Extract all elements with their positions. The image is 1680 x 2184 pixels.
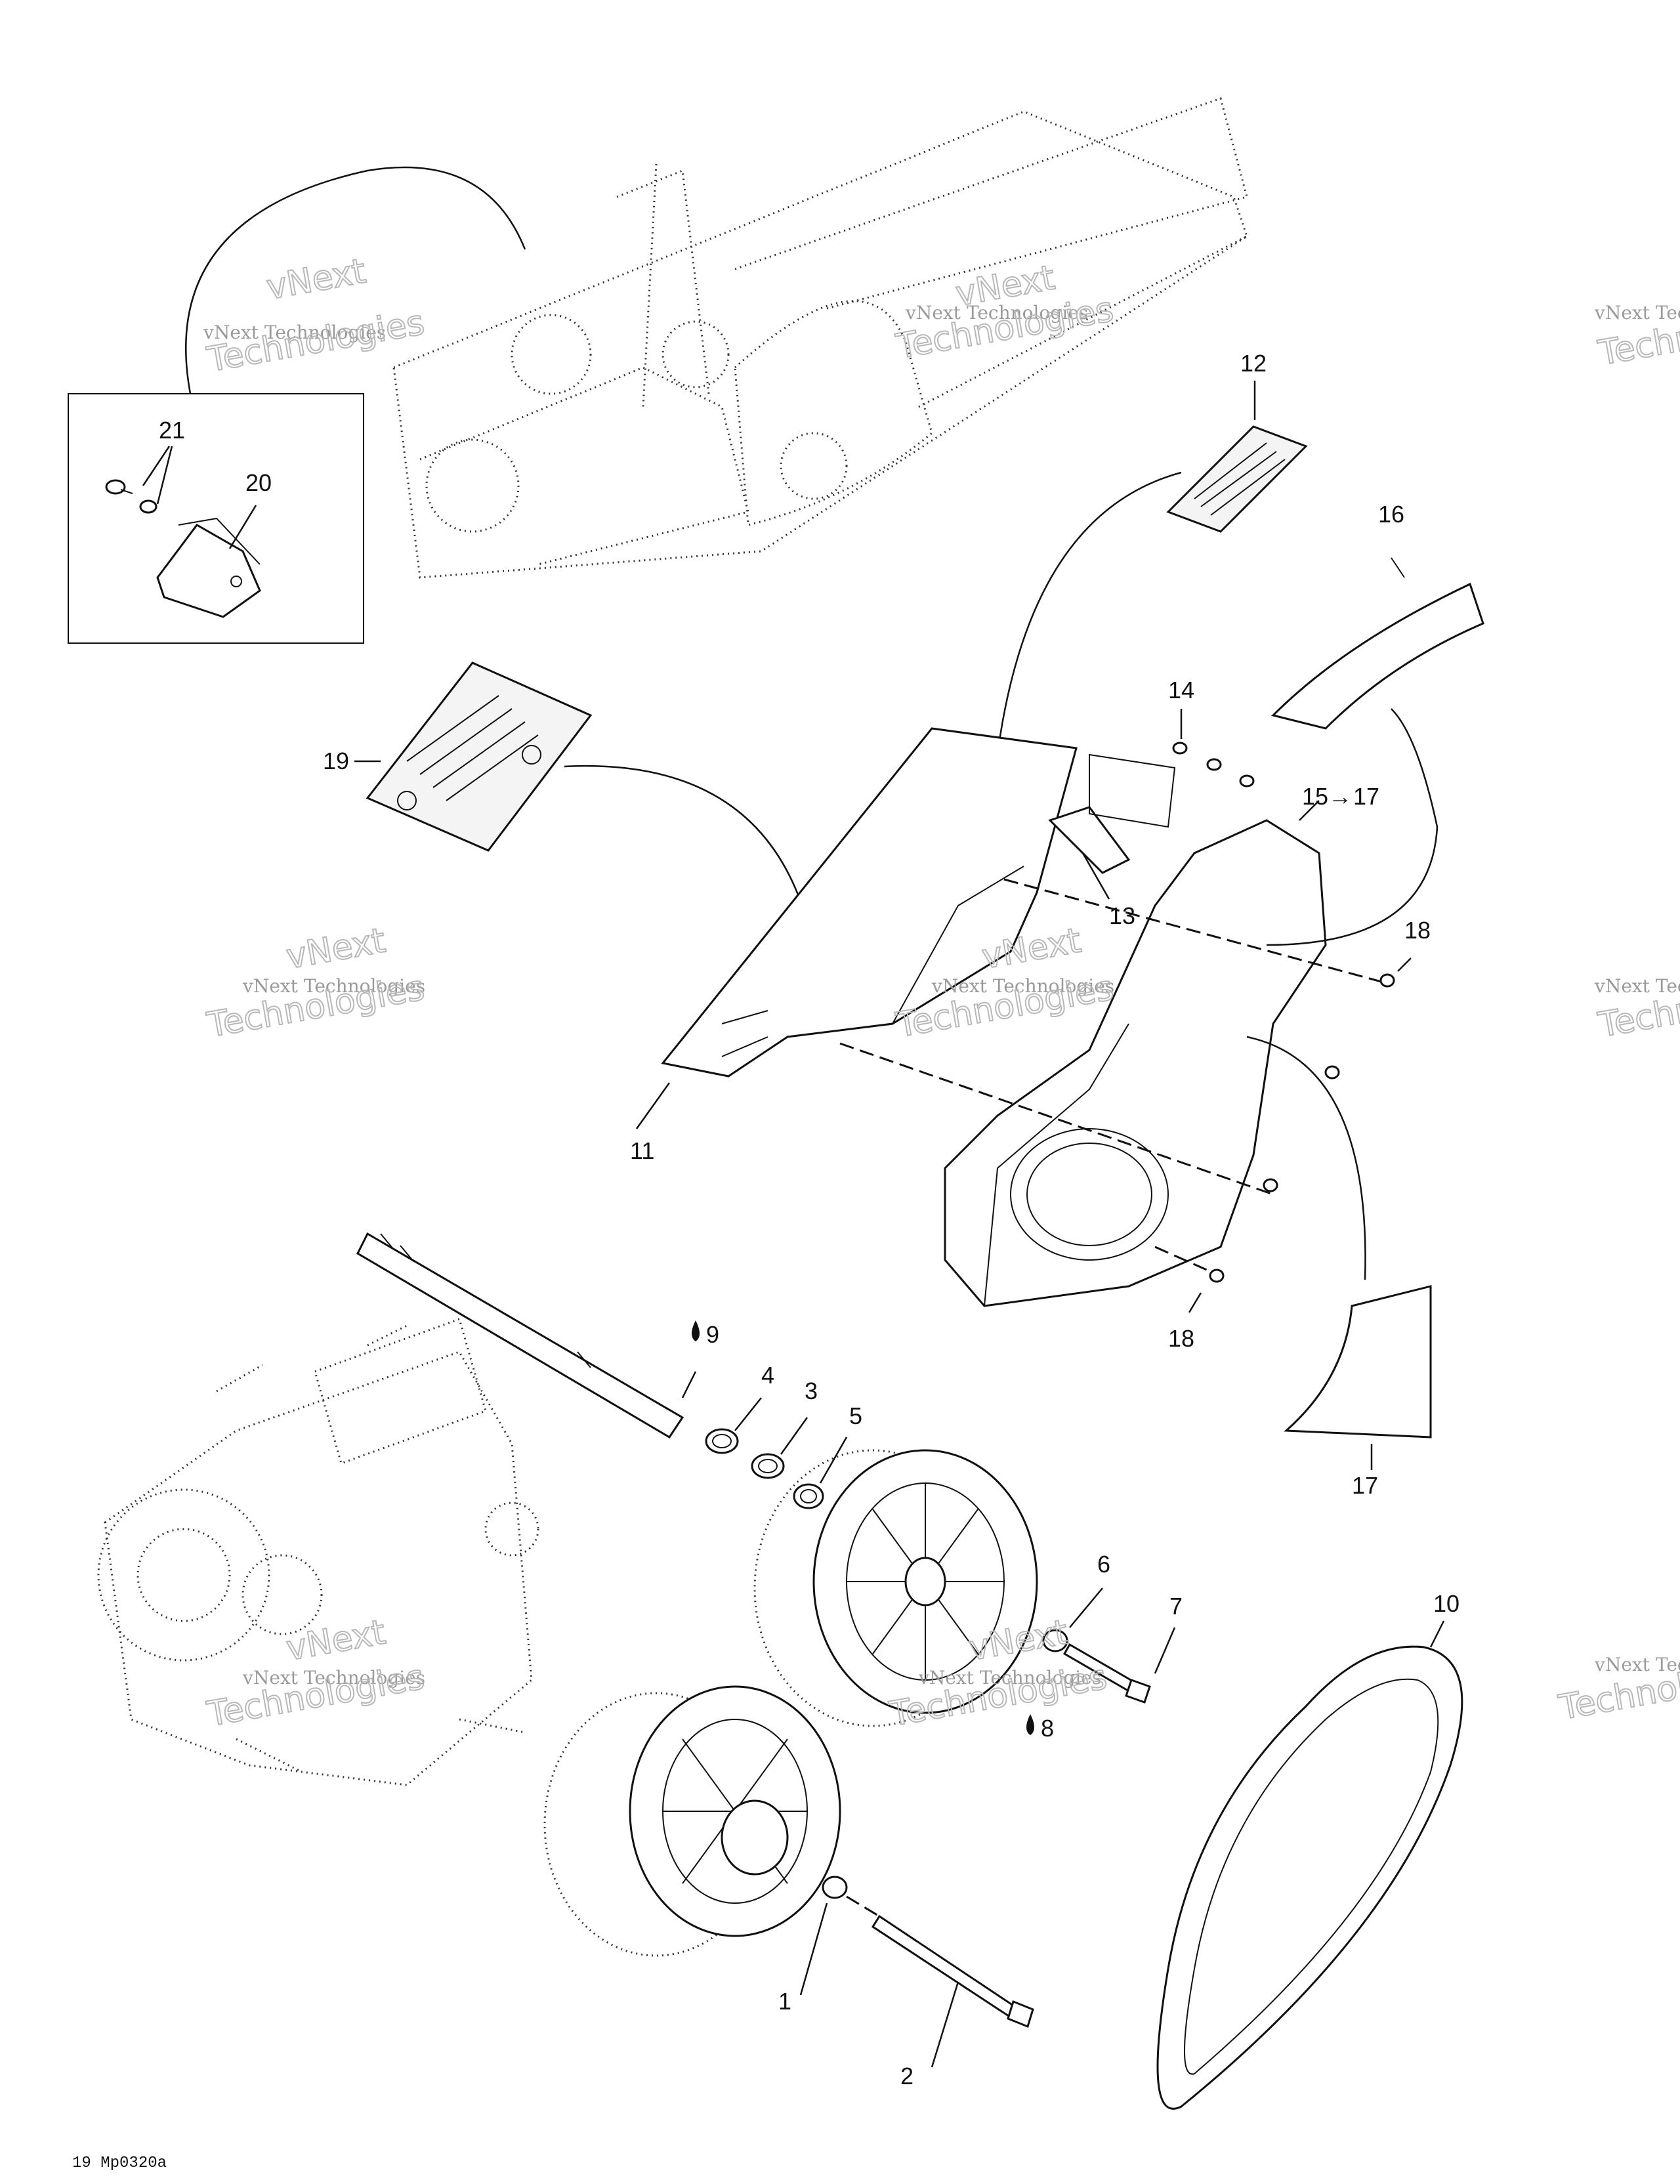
callout-17-top: 17 [1352,1472,1378,1499]
washers-18 [1188,957,1412,1313]
callout-6: 6 [1097,1551,1110,1578]
svg-text:vNext Technologies: vNext Technologies [931,975,1114,997]
oil-drop-icon [1026,1714,1034,1735]
bolt-7 [1062,1627,1176,1704]
bolt-2 [846,1895,1034,2068]
panel-16 [1271,557,1484,730]
callout-15-to-17: 15 → 17 [1302,783,1379,810]
callout-16: 16 [1378,501,1404,528]
callout-10: 10 [1433,1590,1460,1617]
bracket-13 [1048,753,1176,900]
screw-21-b [139,499,158,514]
washer-3 [751,1417,808,1479]
drive-pulley [753,1449,1038,1727]
watermark-left-top: vNext Technologies vNext Technologies [203,251,428,381]
drive-shaft [356,1232,697,1439]
washer-4 [705,1397,762,1454]
svg-text:vNext Technologies: vNext Technologies [203,322,386,343]
svg-text:vNext Technologies: vNext Technologies [1594,302,1680,324]
screw-21-a [105,479,133,495]
callout-12: 12 [1240,350,1267,377]
svg-text:vNext Technologies: vNext Technologies [1594,1654,1680,1675]
assembly-lines [839,878,1392,1274]
svg-text:→: → [1328,783,1352,810]
oil-drop-icon [692,1320,700,1341]
watermark-left-mid: vNext Technologies vNext Technologies [203,920,428,1046]
decal-19 [354,662,822,998]
engine-illustration [97,1318,539,1786]
callout-3: 3 [805,1377,818,1404]
svg-text:15: 15 [1302,783,1328,810]
inner-belt-guard-11 [635,727,1078,1129]
svg-text:vNext Technologies: vNext Technologies [1594,975,1680,997]
svg-text:17: 17 [1353,783,1379,810]
panel-17 [1284,1285,1432,1470]
callout-14: 14 [1168,677,1194,704]
chassis-illustration [185,97,1248,579]
watermark-center-top: vNext Technologies vNext Technologies [892,257,1117,368]
svg-text:vNext Technologies: vNext Technologies [918,1667,1101,1689]
washer-1 [799,1876,848,1996]
callout-7: 7 [1169,1593,1183,1620]
callout-5: 5 [849,1402,862,1429]
svg-text:vNext: vNext [284,921,388,976]
nuts-14 [1172,709,1255,788]
svg-text:vNext: vNext [264,251,369,307]
callout-18-top: 18 [1404,917,1431,944]
svg-text:vNext Technologies: vNext Technologies [242,975,425,997]
watermark-right-top: vNext Technologies Technologies [1594,296,1680,374]
inset-box-parts-20-21 [68,393,364,644]
callout-21: 21 [159,417,185,444]
callout-4: 4 [761,1362,774,1389]
watermark-left-bottom: vNext Technologies vNext Technologies [203,1612,428,1735]
watermark-right-bottom: vNext Technologies Technologies [1555,1650,1680,1729]
callout-13: 13 [1109,902,1135,929]
washer-6 [1042,1587,1103,1652]
callout-20: 20 [245,469,272,496]
callout-19: 19 [323,747,349,774]
callout-2: 2 [900,2063,914,2090]
watermark-right-mid: vNext Technologies Technologies [1594,968,1680,1046]
driven-pulley [543,1685,841,1957]
svg-text:vNext Technologies: vNext Technologies [905,302,1088,324]
reference-code: 19 Mp0320a [72,2154,167,2172]
callout-1: 1 [778,1988,791,2015]
drive-belt-10 [1156,1620,1463,2110]
callout-labels: 1 2 3 4 5 6 7 8 9 10 11 12 13 14 15 → 17… [159,350,1460,2090]
callout-8: 8 [1041,1715,1054,1742]
svg-text:vNext Technologies: vNext Technologies [242,1667,425,1689]
callout-9: 9 [706,1321,719,1348]
bracket-20 [156,517,261,618]
washer-5 [793,1437,848,1509]
callout-18-bottom: 18 [1168,1325,1194,1352]
svg-text:vNext: vNext [284,1612,388,1668]
callout-11: 11 [630,1137,654,1164]
